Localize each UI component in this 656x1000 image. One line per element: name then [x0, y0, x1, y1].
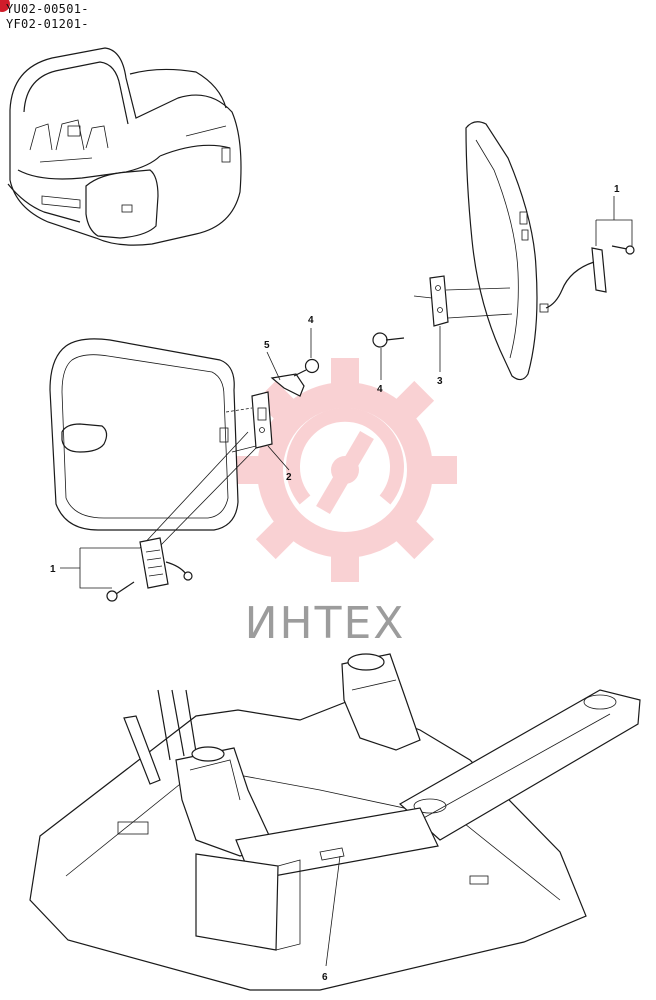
- callout-leader-lines: [266, 326, 441, 471]
- door-glass-assembly: [49, 338, 320, 602]
- rear-panel-assembly: [372, 121, 635, 381]
- machine-overview-illustration: [7, 47, 242, 246]
- callout-2: 2: [286, 472, 292, 483]
- callout-3: 3: [437, 376, 443, 387]
- callout-4-lower: 4: [377, 384, 383, 395]
- callout-1-upper: 1: [614, 184, 620, 195]
- corner-marker: [0, 0, 10, 12]
- serial-range-1: YU02-00501-: [6, 2, 89, 16]
- watermark-text: ИНТЕХ: [245, 598, 406, 649]
- callout-6: 6: [322, 972, 328, 983]
- serial-range-2: YF02-01201-: [6, 17, 89, 31]
- callout-5: 5: [264, 340, 270, 351]
- callout-4-upper: 4: [308, 315, 314, 326]
- callout-1-lower: 1: [50, 564, 56, 575]
- frame-floor-assembly: [29, 653, 641, 991]
- callout-labels: 1 1 2 3 4 4 5 6: [50, 184, 620, 983]
- watermark-gear-logo: [233, 358, 457, 582]
